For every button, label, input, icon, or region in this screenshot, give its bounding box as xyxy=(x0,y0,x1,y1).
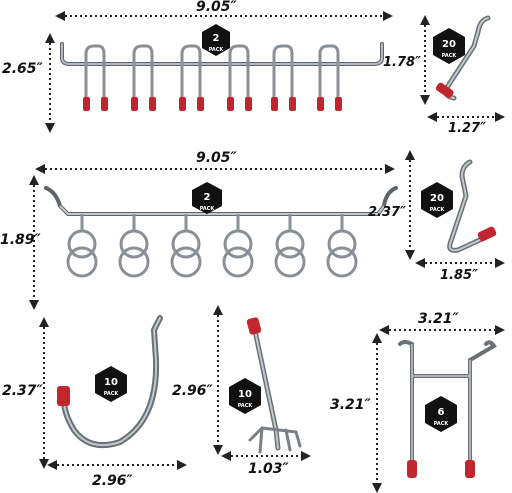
pack-badge-2: 20 PACK xyxy=(433,28,465,64)
pack-badge-4: 20 PACK xyxy=(421,182,453,218)
dimension-label-small-hook-width: 1.27″ xyxy=(448,121,486,136)
dimension-label-medium-hook-width: 1.85″ xyxy=(440,268,478,283)
badge-pack-label: PACK xyxy=(442,53,458,59)
badge-pack-label: PACK xyxy=(238,403,254,409)
hook-rack-j-hooks xyxy=(60,42,384,111)
dimension-label-j-hook-height: 2.37″ xyxy=(2,383,43,399)
badge-count: 10 xyxy=(238,389,252,400)
badge-count: 2 xyxy=(213,33,220,44)
dimension-lines xyxy=(29,11,505,493)
pack-badge-6: 10 PACK xyxy=(229,378,261,414)
dimension-label-loop-rack-width: 9.05″ xyxy=(196,150,237,166)
dimension-label-j-hook-width: 2.96″ xyxy=(92,473,133,489)
dimension-label-medium-hook-height: 2.37″ xyxy=(368,205,406,220)
badge-pack-label: PACK xyxy=(209,47,225,53)
badge-pack-label: PACK xyxy=(430,207,446,213)
dimension-label-straight-hook-width: 1.03″ xyxy=(248,461,289,477)
pack-badge-7: 6 PACK xyxy=(425,396,457,432)
pack-badge-5: 10 PACK xyxy=(95,366,127,402)
angled-hook-small xyxy=(435,15,491,101)
badge-count: 6 xyxy=(438,407,445,418)
straight-hook xyxy=(246,317,302,454)
badge-count: 20 xyxy=(430,193,444,204)
dimension-label-double-hook-width: 3.21″ xyxy=(418,311,459,327)
angled-hook-medium xyxy=(447,159,497,253)
dimension-label-straight-hook-height: 2.96″ xyxy=(172,383,213,399)
dimension-label-double-hook-height: 3.21″ xyxy=(330,397,371,413)
dimension-label-small-hook-height: 1.78″ xyxy=(383,55,421,70)
hook-rack-loops xyxy=(44,186,398,278)
badge-pack-label: PACK xyxy=(434,421,450,427)
j-hook xyxy=(57,315,163,448)
badge-pack-label: PACK xyxy=(200,206,216,212)
badge-pack-label: PACK xyxy=(104,391,120,397)
dimension-label-rack-height: 2.65″ xyxy=(2,61,43,77)
dimension-label-rack-width: 9.05″ xyxy=(196,0,237,15)
pack-badge-3: 2 PACK xyxy=(192,182,222,214)
dimension-label-loop-rack-height: 1.89″ xyxy=(0,232,41,248)
badge-count: 20 xyxy=(442,39,456,50)
badge-count: 2 xyxy=(204,192,211,203)
badge-count: 10 xyxy=(104,377,118,388)
double-hook xyxy=(398,340,497,478)
pack-badge-1: 2 PACK xyxy=(202,24,230,56)
